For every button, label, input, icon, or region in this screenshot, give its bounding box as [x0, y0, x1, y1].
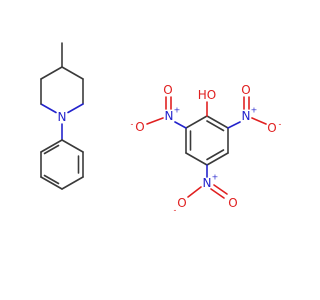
atom-no2-bottom-n: N [203, 176, 212, 190]
picric-acid: HO N + O - O N + O O - N + O - O [131, 83, 282, 215]
atom-no2-bottom-o2: O [228, 196, 237, 210]
atom-no2-right-n: N [242, 109, 251, 123]
charge-no2-right-o2: - [279, 120, 282, 129]
atom-no2-left-o: O [135, 120, 144, 134]
bond-bz-4 [185, 152, 208, 166]
bond-no2-left-o [146, 117, 164, 125]
bond-bz-double-2 [206, 149, 225, 161]
charge-no2-bottom-n: + [212, 173, 219, 182]
bond-pip-c4-c3 [61, 66, 84, 80]
bond-bz-3 [206, 152, 229, 166]
bond-pip-n-c6 [40, 103, 57, 114]
charge-no2-bottom-o: - [174, 206, 177, 215]
bond-ph-3 [61, 176, 84, 190]
bond-no2-right-o2 [251, 117, 267, 125]
atom-no2-left-n: N [165, 109, 174, 123]
charge-no2-right-n: + [251, 106, 258, 115]
bond-no2-bottom-o2-a [210, 188, 225, 199]
bond-bz-double-1 [206, 120, 225, 132]
charge-no2-left-n: + [174, 106, 181, 115]
atom-no2-left-o2: O [163, 83, 172, 97]
atom-no2-right-o2: O [267, 121, 276, 135]
bond-bz-1 [206, 115, 229, 129]
bond-ph-1 [61, 139, 84, 153]
methylphenylpiperidine: N [40, 42, 84, 190]
bond-no2-bottom-o [187, 186, 202, 198]
bond-ph-4 [40, 176, 63, 190]
atom-no2-bottom-o: O [177, 196, 186, 210]
charge-no2-left-o: - [131, 120, 134, 129]
atom-n-piperidine: N [58, 110, 67, 124]
atom-no2-right-o: O [241, 83, 250, 97]
bond-ph-double-2 [43, 174, 60, 185]
bond-bz-6 [185, 115, 208, 129]
bond-no2-bottom-o2-b [213, 184, 228, 195]
bond-ph-6 [40, 139, 63, 153]
bond-pip-c5-c4 [40, 66, 63, 80]
atom-oh: HO [198, 88, 216, 102]
bond-c-no2-left [174, 121, 187, 129]
bond-pip-c2-n [67, 103, 84, 114]
chemical-structure-diagram: N HO N + O - O N + O O - [40, 42, 282, 215]
bond-c-no2-right [227, 121, 241, 129]
bond-ph-double-3 [43, 144, 60, 155]
